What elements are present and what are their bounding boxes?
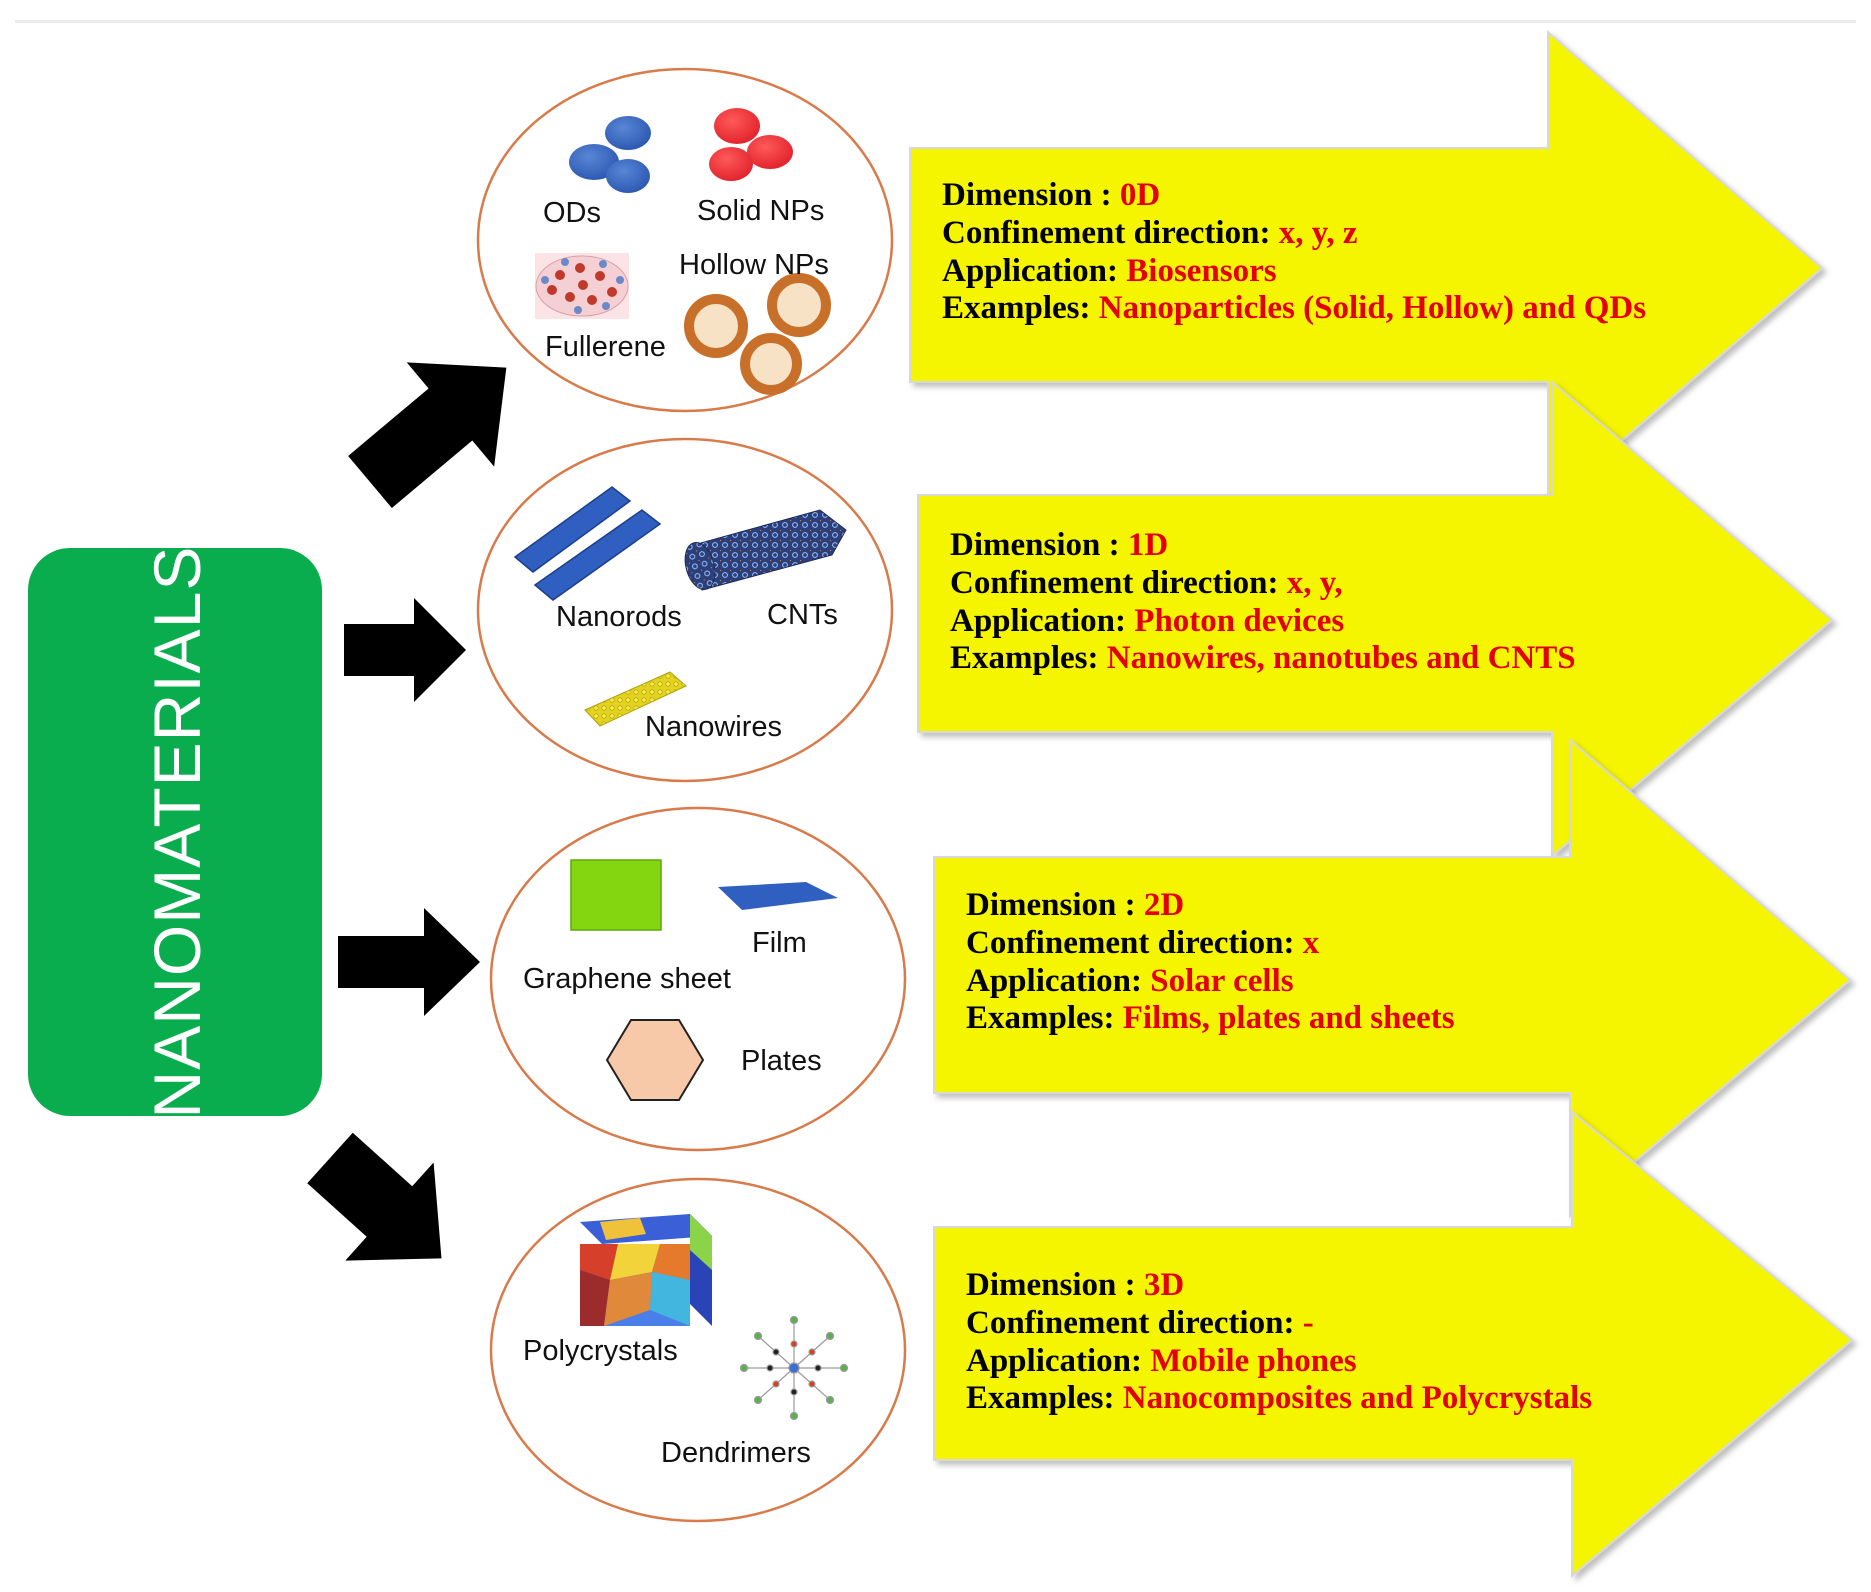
title-box: NANOMATERIALS	[28, 546, 322, 1119]
top-rule	[15, 20, 1856, 23]
dendrimers-icon	[739, 1315, 849, 1421]
svg-text:Confinement direction: x, y, z: Confinement direction: x, y, z	[942, 215, 1358, 251]
plates-icon	[605, 1019, 705, 1101]
pointer-arrow-2d	[338, 908, 480, 1016]
dimension-value: 1D	[1128, 527, 1168, 563]
pointer-arrow-0d	[348, 362, 507, 509]
svg-text:Examples: Films, plates and sh: Examples: Films, plates and sheets	[966, 1000, 1455, 1036]
examples-value: Nanocomposites and Polycrystals	[1123, 1380, 1592, 1416]
circle-0d: ODs Solid NPs Hollow NPs Fullerene	[476, 67, 894, 413]
svg-text:Examples: Nanowires, nanotubes: Examples: Nanowires, nanotubes and CNTS	[950, 640, 1576, 676]
graphene-sheet-icon	[570, 859, 662, 931]
dimension-value: 3D	[1144, 1267, 1184, 1303]
pointer-arrows	[307, 362, 507, 1261]
solid-nps-icon	[709, 108, 793, 181]
svg-text:Plates: Plates	[741, 1045, 822, 1077]
svg-text:Graphene sheet: Graphene sheet	[523, 963, 731, 995]
application-value: Solar cells	[1150, 963, 1293, 999]
svg-text:Polycrystals: Polycrystals	[523, 1335, 678, 1367]
svg-text:Film: Film	[752, 927, 807, 959]
svg-text:Dimension : 2D: Dimension : 2D	[966, 887, 1184, 923]
application-value: Biosensors	[1126, 253, 1277, 289]
cnts-icon	[684, 509, 847, 591]
hollow-nps-icon	[684, 273, 831, 395]
pointer-arrow-3d	[307, 1132, 442, 1261]
polycrystals-icon	[580, 1214, 712, 1326]
info-arrow-3d	[933, 1109, 1854, 1579]
dimension-value: 0D	[1120, 177, 1160, 213]
pointer-arrow-1d	[344, 598, 466, 702]
info-arrows	[909, 29, 1854, 1579]
fullerene-icon	[535, 253, 629, 319]
svg-text:Examples: Nanocomposites and P: Examples: Nanocomposites and Polycrystal…	[966, 1380, 1592, 1416]
info-text-2d: Dimension : 2D Confinement direction: x …	[966, 887, 1455, 1036]
svg-text:Application: Biosensors: Application: Biosensors	[942, 253, 1277, 289]
svg-text:Application: Mobile phones: Application: Mobile phones	[966, 1343, 1357, 1379]
svg-text:Dimension : 0D: Dimension : 0D	[942, 177, 1160, 213]
nanorods-icon	[513, 486, 662, 601]
dimension-value: 2D	[1144, 887, 1184, 923]
confinement-value: -	[1303, 1305, 1314, 1341]
svg-text:CNTs: CNTs	[767, 599, 838, 631]
confinement-value: x, y,	[1287, 565, 1343, 601]
svg-text:Hollow NPs: Hollow NPs	[679, 249, 829, 281]
examples-value: Nanoparticles (Solid, Hollow) and QDs	[1099, 290, 1646, 326]
circle-3d: Polycrystals Dendrimers	[489, 1177, 907, 1523]
svg-text:Dendrimers: Dendrimers	[661, 1437, 811, 1469]
svg-text:Confinement direction: x, y,: Confinement direction: x, y,	[950, 565, 1343, 601]
svg-text:Application: Photon devices: Application: Photon devices	[950, 603, 1344, 639]
svg-text:Nanowires: Nanowires	[645, 711, 782, 743]
info-arrow-2d	[933, 737, 1852, 1219]
svg-text:Fullerene: Fullerene	[545, 331, 666, 363]
confinement-value: x, y, z	[1279, 215, 1358, 251]
examples-value: Nanowires, nanotubes and CNTS	[1107, 640, 1576, 676]
info-text-1d: Dimension : 1D Confinement direction: x,…	[950, 527, 1576, 676]
examples-value: Films, plates and sheets	[1123, 1000, 1455, 1036]
application-value: Photon devices	[1134, 603, 1344, 639]
svg-text:Confinement direction: -: Confinement direction: -	[966, 1305, 1314, 1341]
circle-1d: Nanorods CNTs Nanowires	[476, 437, 894, 783]
info-text-3d: Dimension : 3D Confinement direction: - …	[966, 1267, 1592, 1416]
info-text-0d: Dimension : 0D Confinement direction: x,…	[942, 177, 1646, 326]
svg-text:Dimension : 1D: Dimension : 1D	[950, 527, 1168, 563]
nanowires-icon	[584, 671, 687, 727]
svg-text:Confinement direction: x: Confinement direction: x	[966, 925, 1320, 961]
title-text: NANOMATERIALS	[140, 546, 214, 1119]
confinement-value: x	[1303, 925, 1320, 961]
svg-text:Examples: Nanoparticles (Solid: Examples: Nanoparticles (Solid, Hollow) …	[942, 290, 1646, 326]
svg-text:Dimension : 3D: Dimension : 3D	[966, 1267, 1184, 1303]
svg-text:Solid NPs: Solid NPs	[697, 195, 824, 227]
svg-text:Nanorods: Nanorods	[556, 601, 682, 633]
film-icon	[718, 882, 838, 910]
info-arrow-1d	[917, 379, 1834, 859]
application-value: Mobile phones	[1150, 1343, 1356, 1379]
info-arrow-0d	[909, 29, 1824, 507]
circle-2d: Film Graphene sheet Plates	[489, 806, 907, 1152]
svg-text:Application: Solar cells: Application: Solar cells	[966, 963, 1294, 999]
svg-text:ODs: ODs	[543, 197, 601, 229]
quantum-dots-icon	[569, 116, 651, 193]
